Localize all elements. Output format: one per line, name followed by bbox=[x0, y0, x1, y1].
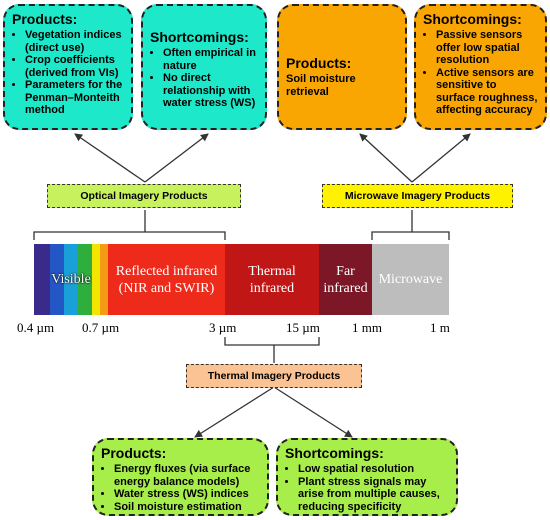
tick-label: 1 mm bbox=[352, 320, 382, 335]
band-yellow bbox=[92, 244, 100, 315]
microwave-imagery-label: Microwave Imagery Products bbox=[322, 184, 513, 208]
far-line-2: infrared bbox=[323, 280, 368, 296]
list-item: Active sensors are sensitive to surface … bbox=[436, 67, 538, 117]
list-item: Passive sensors offer low spatial resolu… bbox=[436, 29, 538, 67]
list-item: No direct relationship with water stress… bbox=[163, 72, 258, 110]
band-reflected-infrared: Reflected infrared(NIR and SWIR) bbox=[108, 244, 225, 315]
band-green bbox=[78, 244, 92, 315]
bracket-thermal bbox=[224, 337, 320, 346]
reflected-line-1: Reflected infrared bbox=[115, 263, 218, 279]
microwave-shortcomings-box: Shortcomings: Passive sensors offer low … bbox=[414, 4, 547, 130]
thermal-shortcomings-box: Shortcomings: Low spatial resolution Pla… bbox=[276, 438, 458, 516]
thermal-shortcomings-list: Low spatial resolution Plant stress sign… bbox=[285, 463, 449, 513]
list-item: Energy fluxes (via surface energy balanc… bbox=[114, 463, 260, 488]
tick-label: 1 m bbox=[430, 320, 450, 335]
thermal-products-list: Energy fluxes (via surface energy balanc… bbox=[101, 463, 260, 513]
band-orange bbox=[100, 244, 108, 315]
optical-shortcomings-box: Shortcomings: Often empirical in nature … bbox=[141, 4, 267, 130]
list-item: Often empirical in nature bbox=[163, 47, 258, 72]
list-item: Soil moisture estimation bbox=[114, 501, 260, 514]
far-line-1: Far bbox=[336, 263, 355, 279]
band-microwave: Microwave bbox=[372, 244, 449, 315]
arrow-microwave-products bbox=[359, 133, 413, 183]
optical-shortcomings-title: Shortcomings: bbox=[150, 29, 249, 45]
band-visible-label: Visible bbox=[51, 272, 91, 287]
microwave-shortcomings-list: Passive sensors offer low spatial resolu… bbox=[423, 29, 538, 117]
tick-label: 0.7 µm bbox=[82, 320, 120, 335]
arrow-optical-shortcomings bbox=[144, 133, 209, 183]
microwave-shortcomings-title: Shortcomings: bbox=[423, 11, 522, 27]
arrow-microwave-shortcomings bbox=[411, 133, 471, 183]
list-item: Vegetation indices (direct use) bbox=[25, 29, 124, 54]
reflected-line-2: (NIR and SWIR) bbox=[118, 280, 215, 296]
optical-imagery-label: Optical Imagery Products bbox=[47, 184, 241, 208]
arrow-thermal-products bbox=[194, 386, 275, 438]
list-item: Parameters for the Penman–Monteith metho… bbox=[25, 79, 124, 117]
band-cyan bbox=[64, 244, 78, 315]
arrow-optical-products bbox=[74, 133, 146, 183]
tick-label: 0.4 µm bbox=[17, 320, 55, 335]
band-blue bbox=[50, 244, 64, 315]
optical-products-list: Vegetation indices (direct use) Crop coe… bbox=[12, 29, 124, 117]
optical-products-title: Products: bbox=[12, 11, 78, 27]
thermal-line-1: Thermal bbox=[248, 263, 296, 279]
list-item: Plant stress signals may arise from mult… bbox=[298, 476, 449, 514]
optical-products-box: Products: Vegetation indices (direct use… bbox=[3, 4, 133, 130]
thermal-line-2: infrared bbox=[249, 280, 295, 296]
arrow-thermal-shortcomings bbox=[273, 386, 353, 438]
thermal-products-title: Products: bbox=[101, 445, 167, 461]
microwave-products-title: Products: bbox=[286, 55, 352, 71]
microwave-products-box: Products: Soil moisture retrieval bbox=[277, 4, 407, 130]
bracket-optical bbox=[33, 231, 226, 240]
thermal-shortcomings-title: Shortcomings: bbox=[285, 445, 384, 461]
tick-label: 3 µm bbox=[209, 320, 237, 335]
bracket-microwave bbox=[371, 231, 450, 240]
tick-label: 15 µm bbox=[286, 320, 320, 335]
microwave-products-text: Soil moisture retrieval bbox=[286, 73, 356, 98]
band-violet bbox=[34, 244, 50, 315]
optical-shortcomings-list: Often empirical in nature No direct rela… bbox=[150, 47, 258, 110]
list-item: Water stress (WS) indices bbox=[114, 488, 260, 501]
thermal-products-box: Products: Energy fluxes (via surface ene… bbox=[92, 438, 269, 516]
thermal-imagery-label: Thermal Imagery Products bbox=[186, 364, 362, 388]
list-item: Low spatial resolution bbox=[298, 463, 449, 476]
list-item: Crop coefficients (derived from VIs) bbox=[25, 54, 124, 79]
